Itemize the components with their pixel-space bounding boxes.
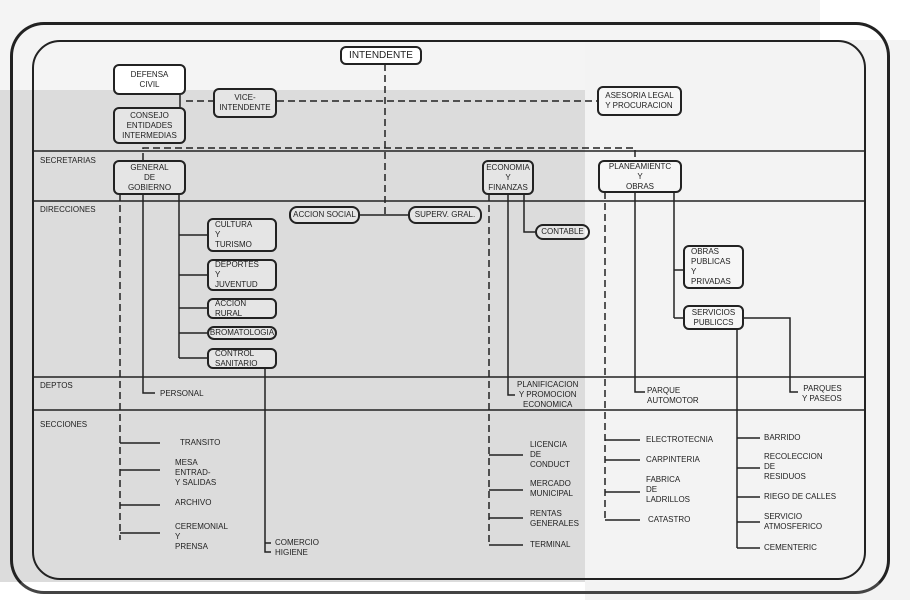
box-defensa-civil[interactable]: DEFENSA CIVIL <box>113 64 186 95</box>
seccion-item: MERCADO MUNICIPAL <box>530 479 573 498</box>
box-servicios-publicos[interactable]: SERVICIOS PUBLICCS <box>683 305 744 330</box>
seccion-item: CEMENTERIC <box>764 543 817 552</box>
seccion-item: SERVICIO ATMOSFERICO <box>764 512 823 531</box>
box-cultura[interactable]: CULTURA Y TURISMO <box>207 218 277 252</box>
seccion-item: BARRIDO <box>764 433 801 442</box>
box-contable[interactable]: CONTABLE <box>535 224 590 240</box>
seccion-item: RENTAS GENERALES <box>530 509 579 528</box>
depto-planificacion: PLANIFICACION Y PROMOCION ECONOMICA <box>517 380 579 409</box>
seccion-item: MESA ENTRAD- Y SALIDAS <box>175 458 217 487</box>
chart-frame <box>32 40 866 580</box>
seccion-item: CARPINTERIA <box>646 455 700 464</box>
band-label-secciones: SECCIONES <box>40 420 88 429</box>
dashed-links <box>119 64 636 545</box>
box-intendente[interactable]: INTENDENTE <box>340 46 422 65</box>
band-label-direcciones: DIRECCIONES <box>40 205 96 214</box>
scan-right-sheet <box>585 40 910 600</box>
band-dividers <box>33 150 865 411</box>
box-accion-social[interactable]: ACCION SOCIAL <box>289 206 360 224</box>
box-gobierno[interactable]: GENERAL DE GOBIERNO <box>113 160 186 195</box>
seccion-item: RIEGO DE CALLES <box>764 492 837 501</box>
box-accion-rural[interactable]: ACCION RURAL <box>207 298 277 319</box>
seccion-item: CEREMONIAL Y PRENSA <box>175 522 228 551</box>
depto-parque-automotor: PARQUE AUTOMOTOR <box>647 386 699 405</box>
solid-links <box>120 95 798 553</box>
seccion-item: LICENCIA DE CONDUCT <box>530 440 570 469</box>
box-obras-publicas[interactable]: OBRAS PUBLICAS Y PRIVADAS <box>683 245 744 289</box>
seccion-item: ARCHIVO <box>175 498 212 507</box>
box-control-sanitario[interactable]: CONTROL SANITARIO <box>207 348 277 369</box>
seccion-item: COMERCIO HIGIENE <box>275 538 319 557</box>
box-superv-gral[interactable]: SUPERV. GRAL. <box>408 206 482 224</box>
seccion-item: CATASTRO <box>648 515 691 524</box>
box-consejo[interactable]: CONSEJO ENTIDADES INTERMEDIAS <box>113 107 186 144</box>
seccion-item: TERMINAL <box>530 540 571 549</box>
seccion-item: FABRICA DE LADRILLOS <box>646 475 691 504</box>
depto-parques-paseos: PARQUES Y PASEOS <box>802 384 842 403</box>
band-label-secretarias: SECRETARIAS <box>40 156 96 165</box>
band-label-deptos: DEPTOS <box>40 381 73 390</box>
box-bromatologia[interactable]: BROMATOLOGIA <box>207 326 277 340</box>
seccion-item: RECOLECCION DE RESIDUOS <box>764 452 823 481</box>
seccion-item: TRANSITO <box>180 438 221 447</box>
box-planeamiento[interactable]: PLANEAMIENTC Y OBRAS <box>598 160 682 193</box>
depto-personal: PERSONAL <box>160 389 204 398</box>
box-asesoria[interactable]: ASESORIA LEGAL Y PROCURACION <box>597 86 682 116</box>
seccion-item: ELECTROTECNIA <box>646 435 714 444</box>
box-deportes[interactable]: DEPORTES Y JUVENTUD <box>207 259 277 291</box>
box-vice-intendente[interactable]: VICE- INTENDENTE <box>213 88 277 118</box>
box-economia[interactable]: ECONOMIA Y FINANZAS <box>482 160 534 195</box>
outer-border <box>10 22 890 594</box>
